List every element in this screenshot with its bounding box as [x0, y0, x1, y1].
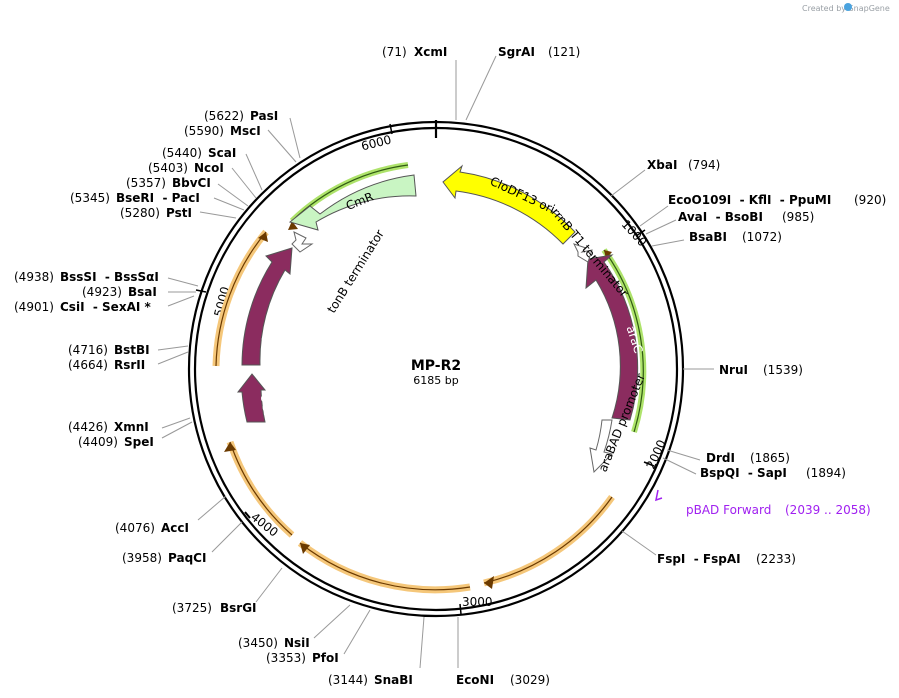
site-pos-bsabi: (1072): [742, 230, 782, 244]
orf-arrowheads: [224, 221, 612, 589]
site-name-msci: MscI: [230, 124, 261, 138]
site-pos-beri: (5345): [70, 191, 110, 205]
primer-arrow-icon: [655, 489, 663, 502]
site-name-drdi: DrdI: [706, 451, 735, 465]
site-pos-xbai: (794): [688, 158, 720, 172]
primer-name: pBAD Forward: [686, 503, 771, 517]
site-name-csii: CsiI - SexAI *: [60, 300, 151, 314]
tick-label-3000: 3000: [462, 595, 493, 609]
site-name-acci: AccI: [161, 521, 189, 535]
site-pos-bsssi: (4938): [14, 270, 54, 284]
site-pos-rsrii: (4664): [68, 358, 108, 372]
site-name-rsrii: RsrII: [114, 358, 145, 372]
site-pos-psti: (5280): [120, 206, 160, 220]
site-name-bsai: BsaI: [128, 285, 157, 299]
site-pos-pasi: (5622): [204, 109, 244, 123]
site-name-bsrgi: BsrGI: [220, 601, 257, 615]
site-pos-bsai: (4923): [82, 285, 122, 299]
site-name-paqci: PaqCI: [168, 551, 206, 565]
site-pos-csii: (4901): [14, 300, 54, 314]
site-pos-bstbi: (4716): [68, 343, 108, 357]
tick-label-2000: 2000: [644, 438, 669, 472]
site-name-xbai: XbaI: [647, 158, 677, 172]
feature-arabad-promoter: [589, 419, 613, 474]
site-name-pasi: PasI: [250, 109, 278, 123]
site-pos-acci: (4076): [115, 521, 155, 535]
feature-label-ugi: UGI: [258, 393, 276, 417]
feature-rrnb-t1-terminator: [573, 243, 593, 263]
site-name-spei: SpeI: [124, 435, 154, 449]
plasmid-size: 6185 bp: [413, 374, 458, 387]
site-name-nrui: NruI: [719, 363, 748, 377]
site-name-fspi: FspI - FspAI: [657, 552, 741, 566]
feature-label-rrnb-t1-terminator: rrnB T1 terminator: [549, 205, 632, 300]
site-name-xmni: XmnI: [114, 420, 149, 434]
site-pos-ncoi: (5403): [148, 161, 188, 175]
site-pos-xcmi: (71): [382, 45, 407, 59]
site-name-ncoi: NcoI: [194, 161, 224, 175]
orf-arcs: [212, 162, 647, 594]
site-pos-snabi: (3144): [328, 673, 368, 687]
restriction-sites: (71) XcmI SgrAI (121) XbaI (794) EcoO109…: [14, 45, 886, 687]
site-pos-paqci: (3958): [122, 551, 162, 565]
site-name-bsabi: BsaBI: [689, 230, 727, 244]
feature-cmr: [288, 174, 417, 231]
feature-label-cmr: CmR: [344, 189, 376, 213]
feature-apobec1: [241, 247, 293, 366]
site-name-bbvci: BbvCI: [172, 176, 211, 190]
site-connectors: [157, 55, 714, 669]
feature-arac: [585, 254, 639, 421]
site-name-scai: ScaI: [208, 146, 236, 160]
plasmid-name: MP-R2: [411, 358, 461, 374]
site-name-bsssi: BssSI - BssSαI: [60, 270, 159, 284]
site-pos-msci: (5590): [184, 124, 224, 138]
site-pos-nsii: (3450): [238, 636, 278, 650]
site-pos-ecoo109i: (920): [854, 193, 886, 207]
site-pos-econi: (3029): [510, 673, 550, 687]
site-name-xcmi: XcmI: [414, 45, 447, 59]
feature-clodf13-ori: [442, 164, 576, 245]
site-name-ecoo109i: EcoO109I - KflI - PpuMI: [668, 193, 831, 207]
site-name-pfoi: PfoI: [312, 651, 339, 665]
site-pos-avai: (985): [782, 210, 814, 224]
site-name-nsii: NsiI: [284, 636, 310, 650]
site-pos-xmni: (4426): [68, 420, 108, 434]
feature-label-tonb-terminator: tonB terminator: [324, 227, 387, 315]
site-name-sgrai: SgrAI: [498, 45, 535, 59]
site-pos-sgrai: (121): [548, 45, 580, 59]
site-pos-scai: (5440): [162, 146, 202, 160]
site-name-bstbi: BstBI: [114, 343, 150, 357]
site-name-econi: EcoNI: [456, 673, 494, 687]
feature-ugi: [236, 373, 267, 423]
site-pos-pfoi: (3353): [266, 651, 306, 665]
site-pos-spei: (4409): [78, 435, 118, 449]
site-name-psti: PstI: [166, 206, 192, 220]
site-name-snabi: SnaBI: [374, 673, 413, 687]
site-pos-drdi: (1865): [750, 451, 790, 465]
site-pos-bspqi: (1894): [806, 466, 846, 480]
tick-label-6000: 6000: [360, 132, 393, 153]
primer-range: (2039 .. 2058): [785, 503, 871, 517]
site-pos-fspi: (2233): [756, 552, 796, 566]
site-pos-bbvci: (5357): [126, 176, 166, 190]
site-name-avai: AvaI - BsoBI: [678, 210, 763, 224]
site-pos-bsrgi: (3725): [172, 601, 212, 615]
snapgene-logo-icon: [844, 3, 852, 11]
feature-tonb-terminator: [291, 231, 314, 253]
site-pos-nrui: (1539): [763, 363, 803, 377]
site-name-bspqi: BspQI - SapI: [700, 466, 787, 480]
site-name-beri: BseRI - PacI: [116, 191, 200, 205]
